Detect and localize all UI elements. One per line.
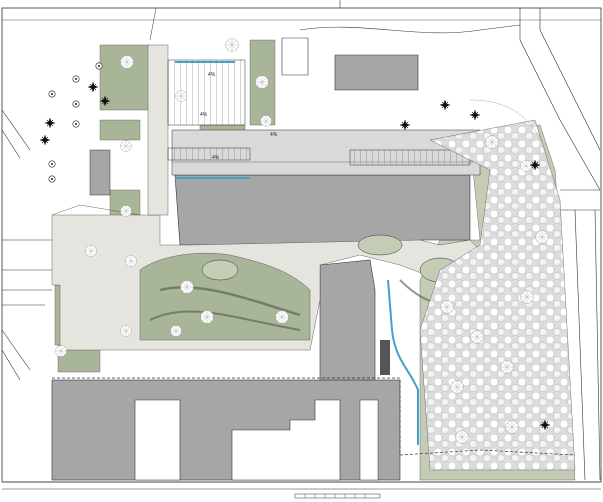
- lower-campus: [51, 379, 401, 481]
- slope-label: 4%: [208, 72, 216, 78]
- slope-label: 4%: [270, 132, 278, 138]
- slope-label: 4%: [200, 112, 208, 118]
- road-outlines: [1, 8, 601, 481]
- site-boundary: [52, 377, 576, 456]
- slope-label: 4%: [212, 155, 220, 161]
- slope-labels: 4% 4% 4% 4%: [200, 72, 278, 161]
- scale-bar: [294, 493, 381, 499]
